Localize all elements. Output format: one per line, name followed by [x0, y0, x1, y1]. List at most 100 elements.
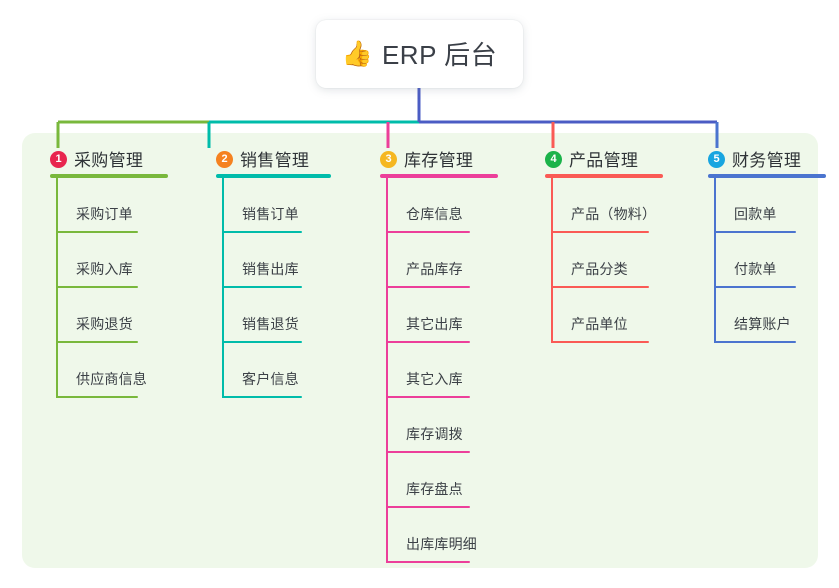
branch-item[interactable]: 销售出库 [196, 233, 331, 288]
branch-number-badge: 4 [545, 150, 562, 168]
branch-item-underline [551, 231, 649, 233]
branch-item-underline [386, 341, 470, 343]
branch-title: 销售管理 [240, 150, 310, 170]
branch-item-underline [222, 231, 302, 233]
branch-item[interactable]: 产品库存 [360, 233, 498, 288]
branch-item[interactable]: 出库库明细 [360, 508, 498, 563]
branch-item[interactable]: 仓库信息 [360, 178, 498, 233]
branch-spine [714, 178, 716, 343]
branch-item-label: 产品库存 [406, 261, 463, 277]
branch-item[interactable]: 采购退货 [30, 288, 168, 343]
branch-item-label: 采购入库 [76, 261, 133, 277]
branch-item-underline [56, 231, 138, 233]
branch-item-underline [56, 341, 138, 343]
branch-items: 销售订单销售出库销售退货客户信息 [196, 178, 331, 398]
branch-header-3[interactable]: 3 库存管理 [360, 145, 498, 171]
branch-item[interactable]: 付款单 [688, 233, 826, 288]
branch-item[interactable]: 产品（物料） [525, 178, 663, 233]
branch-item[interactable]: 销售订单 [196, 178, 331, 233]
branch-item-underline [386, 451, 470, 453]
branch-item-label: 库存调拨 [406, 426, 463, 442]
branch-item-label: 采购退货 [76, 316, 133, 332]
branch-spine [386, 178, 388, 563]
branch-column-1: 1 采购管理采购订单采购入库采购退货供应商信息 [30, 145, 168, 398]
branch-item[interactable]: 产品单位 [525, 288, 663, 343]
branch-item-label: 其它入库 [406, 371, 463, 387]
branch-item-label: 客户信息 [242, 371, 299, 387]
branch-item-underline [222, 396, 302, 398]
branch-item-label: 付款单 [734, 261, 777, 277]
branch-items: 产品（物料） 产品分类产品单位 [525, 178, 663, 343]
branch-item[interactable]: 采购订单 [30, 178, 168, 233]
branch-item-underline [56, 286, 138, 288]
branch-item-underline [714, 231, 796, 233]
branch-item-underline [714, 286, 796, 288]
branch-title: 采购管理 [74, 150, 144, 170]
branch-item-label: 销售订单 [242, 206, 299, 222]
branch-item-underline [386, 286, 470, 288]
branch-header-4[interactable]: 4 产品管理 [525, 145, 663, 171]
branch-item-underline [386, 561, 470, 563]
branch-column-2: 2 销售管理销售订单销售出库销售退货客户信息 [196, 145, 331, 398]
root-node-title: ERP 后台 [381, 39, 498, 70]
branch-items: 采购订单采购入库采购退货供应商信息 [30, 178, 168, 398]
branch-item-underline [386, 506, 470, 508]
branch-item-label: 库存盘点 [406, 481, 463, 497]
branch-item-underline [386, 396, 470, 398]
branch-item-underline [222, 286, 302, 288]
branch-underline [50, 174, 168, 178]
branch-spine [222, 178, 224, 398]
content-panel [22, 133, 818, 568]
branch-item-underline [714, 341, 796, 343]
branch-spine [56, 178, 58, 398]
branch-item-label: 销售退货 [242, 316, 299, 332]
root-node-card[interactable]: 👍 ERP 后台 [316, 20, 523, 88]
branch-underline [545, 174, 663, 178]
branch-header-2[interactable]: 2 销售管理 [196, 145, 331, 171]
branch-title: 库存管理 [404, 150, 474, 170]
branch-item[interactable]: 采购入库 [30, 233, 168, 288]
root-node-content: 👍 ERP 后台 [342, 35, 497, 72]
branch-items: 仓库信息产品库存其它出库其它入库库存调拨库存盘点出库库明细 [360, 178, 498, 563]
branch-underline [380, 174, 498, 178]
branch-item-label: 仓库信息 [406, 206, 463, 222]
branch-item-underline [386, 231, 470, 233]
branch-item[interactable]: 回款单 [688, 178, 826, 233]
branch-item-label: 出库库明细 [406, 536, 477, 552]
branch-item-label: 其它出库 [406, 316, 463, 332]
branch-item[interactable]: 产品分类 [525, 233, 663, 288]
branch-title: 产品管理 [569, 150, 639, 170]
branch-item-label: 回款单 [734, 206, 777, 222]
branch-items: 回款单付款单结算账户 [688, 178, 826, 343]
branch-title: 财务管理 [732, 150, 802, 170]
branch-underline [708, 174, 826, 178]
branch-item[interactable]: 库存调拨 [360, 398, 498, 453]
branch-item[interactable]: 结算账户 [688, 288, 826, 343]
branch-column-5: 5 财务管理回款单付款单结算账户 [688, 145, 826, 343]
branch-number-badge: 5 [708, 150, 725, 168]
branch-item[interactable]: 销售退货 [196, 288, 331, 343]
branch-item-label: 产品分类 [571, 261, 628, 277]
branch-item-label: 产品单位 [571, 316, 628, 332]
branch-item-underline [56, 396, 138, 398]
branch-column-3: 3 库存管理仓库信息产品库存其它出库其它入库库存调拨库存盘点出库库明细 [360, 145, 498, 563]
branch-item[interactable]: 其它入库 [360, 343, 498, 398]
branch-spine [551, 178, 553, 343]
branch-item-label: 销售出库 [242, 261, 299, 277]
branch-item[interactable]: 库存盘点 [360, 453, 498, 508]
branch-item-label: 采购订单 [76, 206, 133, 222]
branch-item-label: 结算账户 [734, 316, 791, 332]
branch-number-badge: 1 [50, 150, 67, 168]
branch-item[interactable]: 客户信息 [196, 343, 331, 398]
branch-header-1[interactable]: 1 采购管理 [30, 145, 168, 171]
branch-number-badge: 2 [216, 150, 233, 168]
branch-item-underline [551, 341, 649, 343]
branch-underline [216, 174, 331, 178]
branch-item[interactable]: 供应商信息 [30, 343, 168, 398]
branch-header-5[interactable]: 5 财务管理 [688, 145, 826, 171]
branch-item[interactable]: 其它出库 [360, 288, 498, 343]
branch-item-label: 供应商信息 [76, 371, 147, 387]
branch-item-label: 产品（物料） [571, 206, 657, 222]
branch-number-badge: 3 [380, 150, 397, 168]
